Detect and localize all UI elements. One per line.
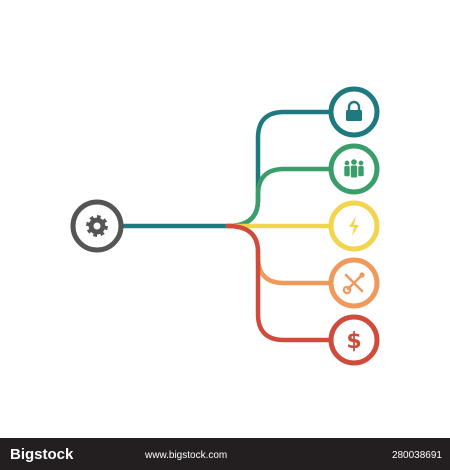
branch-node-lock (328, 86, 380, 138)
connector-dollar (225, 223, 332, 343)
branch-node-dollar: $ (328, 314, 380, 366)
branch-node-lightning (328, 200, 380, 252)
lock-icon (346, 100, 362, 121)
tools-icon (342, 272, 365, 295)
branch-node-tools (328, 257, 380, 309)
team-icon (344, 159, 364, 178)
branch-node-team (328, 143, 380, 195)
gear-icon (86, 215, 108, 237)
watermark-bar (0, 438, 450, 470)
watermark-brand: Bigstock (10, 446, 74, 463)
watermark-image-id: 280038691 (391, 450, 442, 461)
lightning-icon (349, 216, 359, 236)
watermark-url: www.bigstock.com (145, 450, 228, 461)
dollar-icon: $ (346, 329, 361, 354)
connector-tools (225, 223, 332, 286)
svg-text:$: $ (346, 329, 361, 354)
connector-lines (123, 109, 332, 343)
hub-node (70, 199, 124, 253)
connector-team (225, 166, 332, 229)
